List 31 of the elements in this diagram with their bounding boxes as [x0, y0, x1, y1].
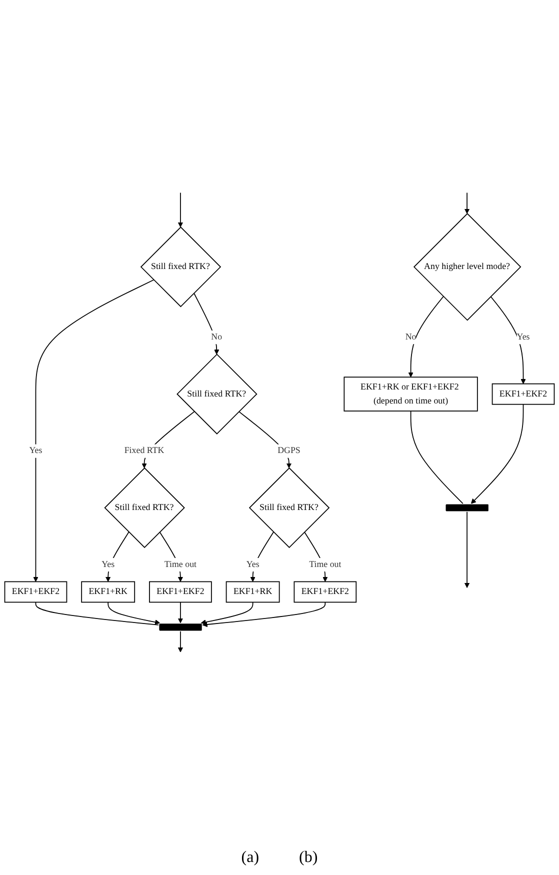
connector-line: [35, 602, 159, 626]
subfigure-label: (a): [241, 849, 260, 867]
arrow: [194, 292, 220, 355]
arrow: [464, 192, 470, 214]
node-box: EKF1+RK: [226, 581, 280, 603]
arrow: [408, 296, 444, 378]
arrow: [178, 192, 184, 228]
arrow: [202, 602, 326, 628]
arrow: [178, 602, 184, 624]
arrow: [33, 279, 154, 582]
arrow: [108, 602, 160, 625]
node-diamond: Still fixed RTK?: [104, 467, 185, 548]
arrow: [200, 602, 254, 625]
arrow: [105, 532, 130, 582]
node-box: EKF1+RK: [81, 581, 136, 603]
arrow: [470, 404, 524, 504]
node-box: EKF1+EKF2: [294, 581, 357, 603]
node-diamond: Still fixed RTK?: [176, 354, 258, 434]
connector-line: [410, 410, 464, 504]
node-diamond: Still fixed RTK?: [248, 467, 330, 548]
subfigure-label: (b): [299, 849, 318, 867]
node-box: EKF1+RK or EKF1+EKF2 (depend on time out): [344, 376, 478, 412]
node-box: EKF1+EKF2: [149, 581, 212, 603]
node-diamond: Still fixed RTK?: [140, 226, 222, 308]
arrow: [178, 630, 184, 652]
arrow: [490, 296, 526, 384]
node-diamond: Any higher level mode?: [413, 213, 522, 321]
node-box: EKF1+EKF2: [4, 581, 68, 603]
arrow: [464, 511, 470, 588]
node-box: EKF1+EKF2: [492, 383, 555, 405]
arrow: [250, 532, 274, 582]
